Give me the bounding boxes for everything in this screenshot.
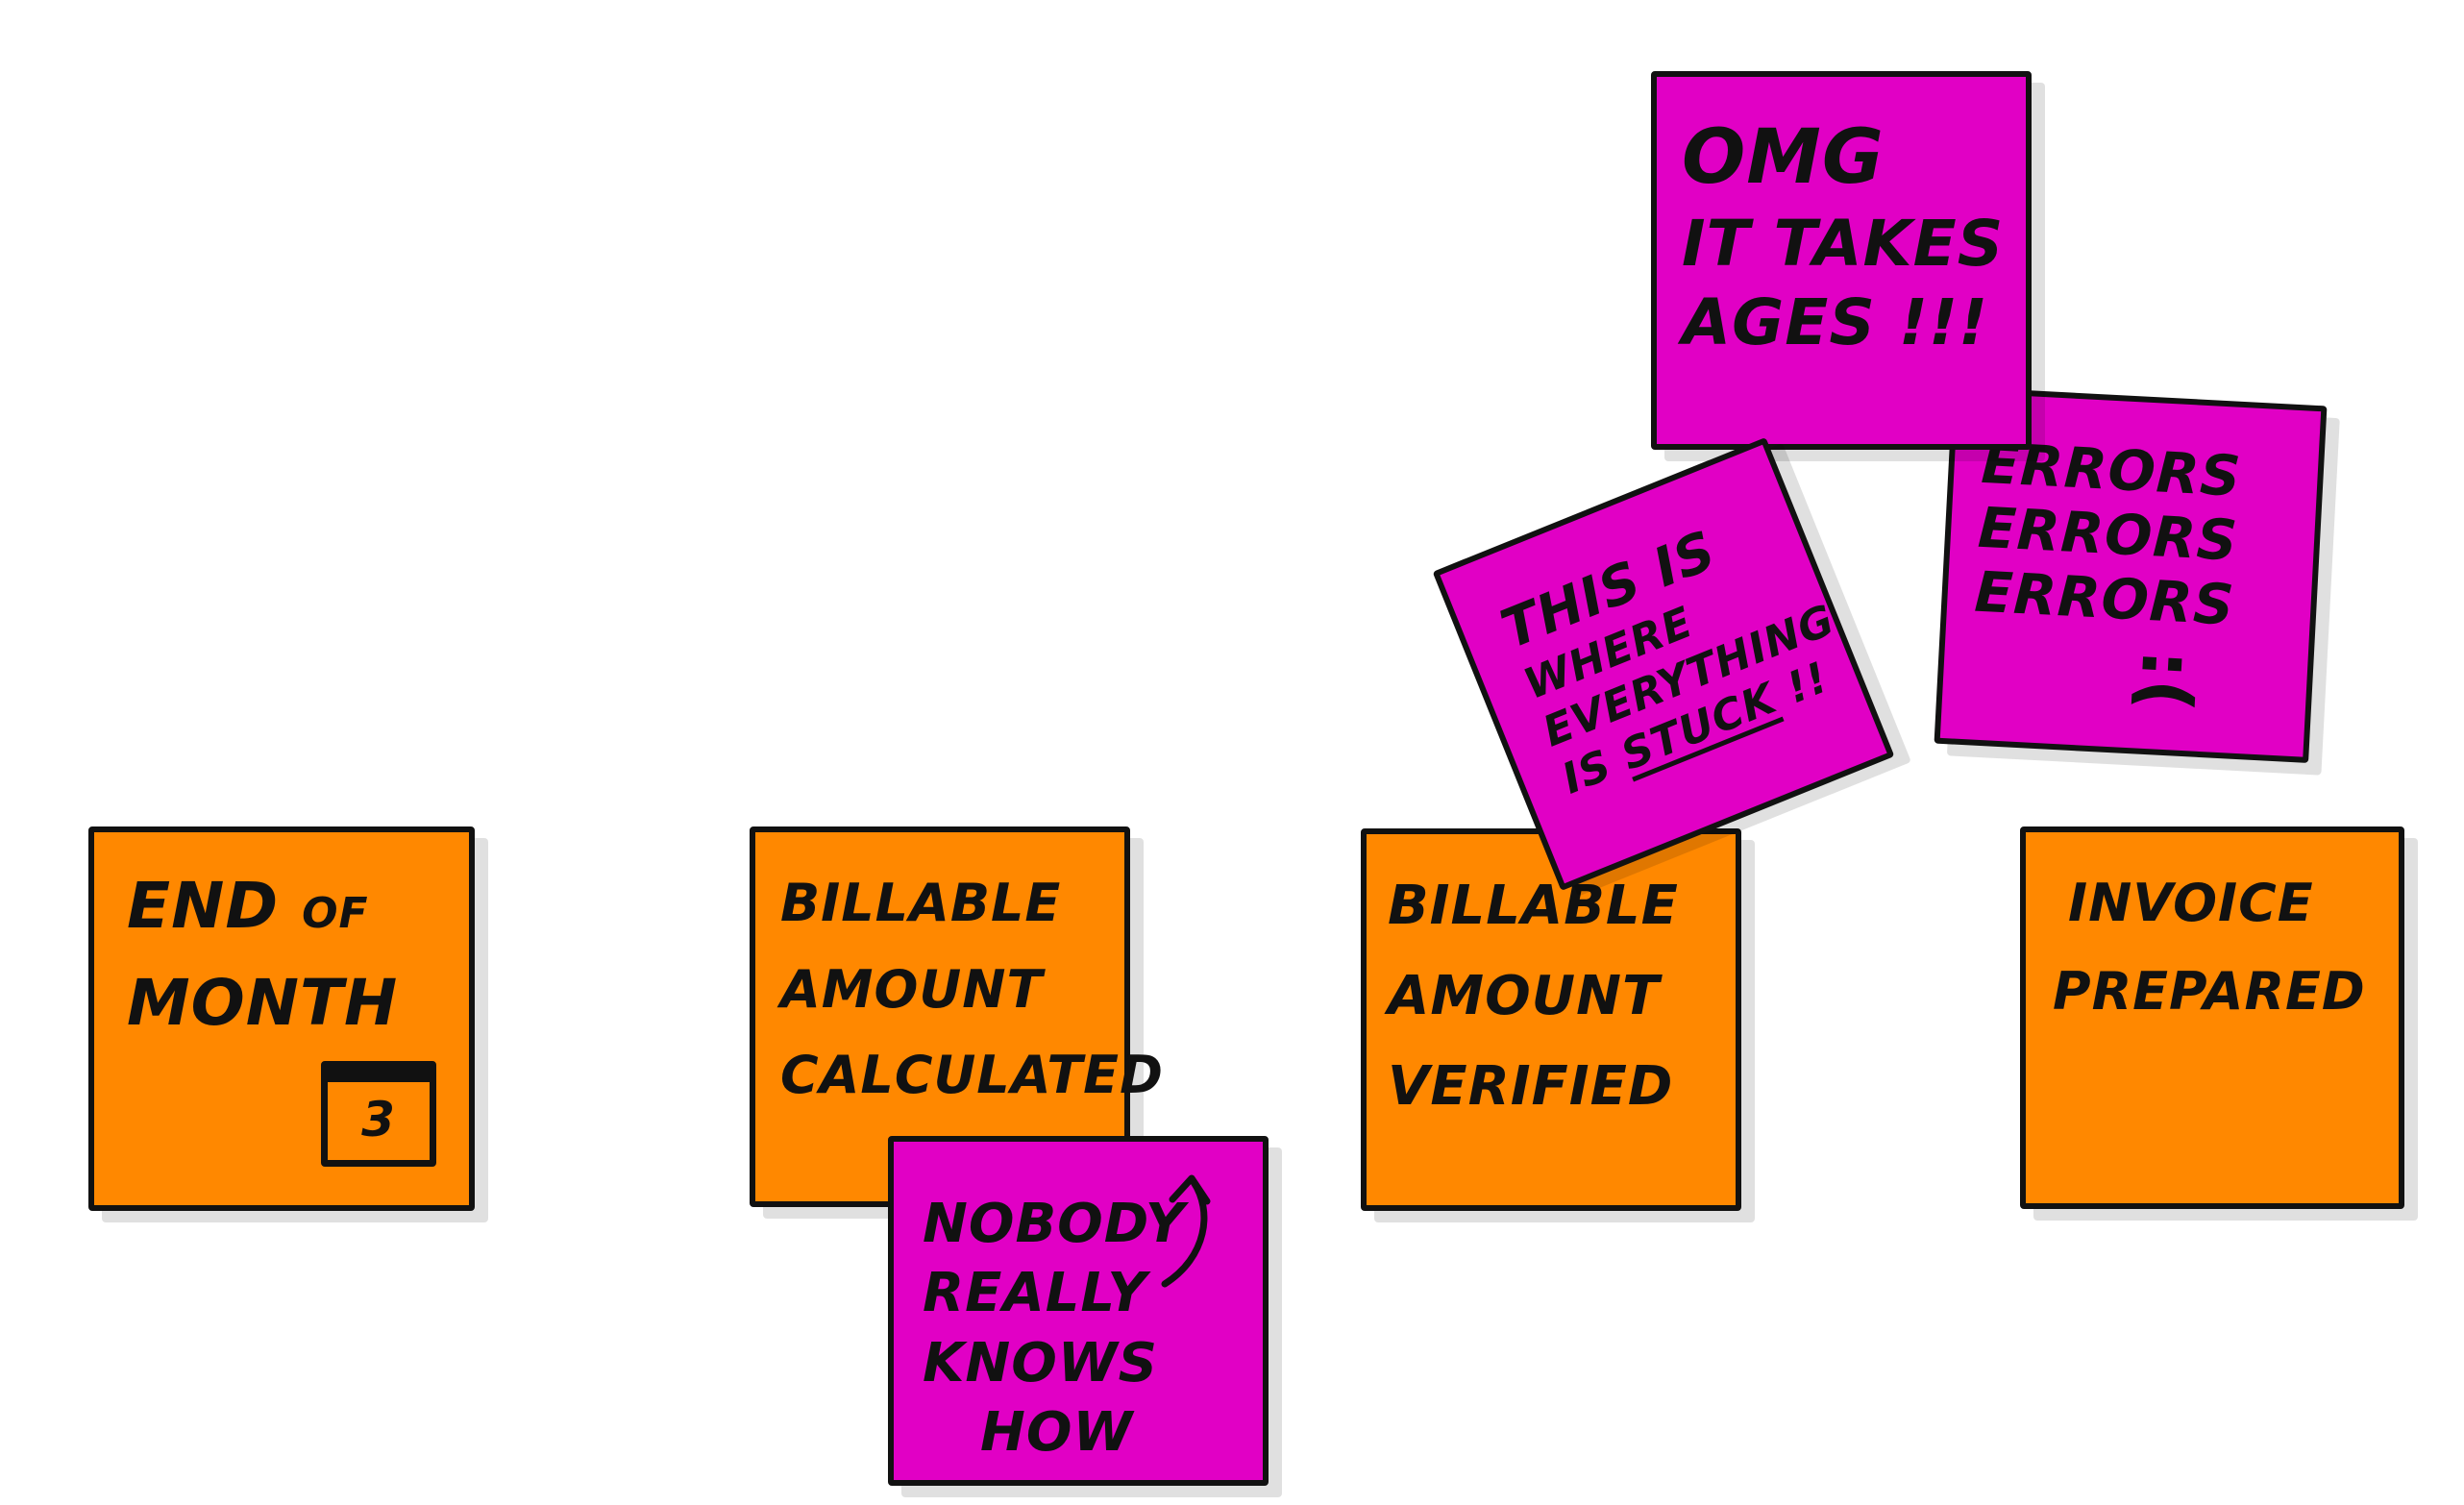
calendar-icon: 3 bbox=[321, 1061, 436, 1167]
sticky-note-invoice-prepared[interactable]: INVOICE PREPARED bbox=[2020, 827, 2404, 1209]
note-text: KNOWS bbox=[923, 1331, 1158, 1394]
note-text: MONTH bbox=[127, 965, 399, 1040]
sad-face-icon: :( bbox=[2123, 648, 2209, 715]
sticky-note-nobody-really-knows-how[interactable]: NOBODY REALLY KNOWS HOW bbox=[888, 1136, 1269, 1486]
note-text-small: OF bbox=[302, 889, 369, 938]
note-text: BILLABLE bbox=[1388, 875, 1679, 937]
calendar-day: 3 bbox=[361, 1092, 396, 1147]
note-text: OMG bbox=[1682, 114, 1885, 201]
curved-arrow-icon bbox=[1161, 1174, 1211, 1288]
sticky-note-billable-amount-calculated[interactable]: BILLABLE AMOUNT CALCULATED bbox=[750, 827, 1164, 1207]
note-text: IT TAKES bbox=[1682, 206, 2005, 281]
sticky-note-billable-amount-verified[interactable]: BILLABLE AMOUNT VERIFIED bbox=[1361, 828, 1741, 1211]
note-text: BILLABLE bbox=[780, 873, 1062, 933]
note-text: NOBODY bbox=[923, 1193, 1186, 1255]
note-text: CALCULATED bbox=[780, 1045, 1164, 1105]
sticky-note-everything-stuck[interactable]: THIS IS WHERE EVERYTHING IS STUCK !! bbox=[1432, 436, 1895, 892]
note-text: INVOICE bbox=[2068, 873, 2314, 933]
sticky-note-omg-it-takes-ages[interactable]: OMG IT TAKES AGES !!! bbox=[1651, 71, 2032, 450]
note-text: VERIFIED bbox=[1388, 1055, 1674, 1118]
note-text: PREPARED bbox=[2053, 960, 2366, 1022]
note-text: REALLY bbox=[923, 1262, 1147, 1325]
note-text: AMOUNT bbox=[1388, 965, 1661, 1027]
note-text: AMOUNT bbox=[780, 958, 1044, 1020]
note-text: ERRORS bbox=[1973, 558, 2236, 638]
note-text: END bbox=[127, 869, 280, 943]
note-text: HOW bbox=[980, 1401, 1134, 1465]
sticky-note-end-of-month[interactable]: END OF MONTH 3 bbox=[88, 827, 475, 1211]
note-text: AGES !!! bbox=[1682, 284, 1989, 359]
